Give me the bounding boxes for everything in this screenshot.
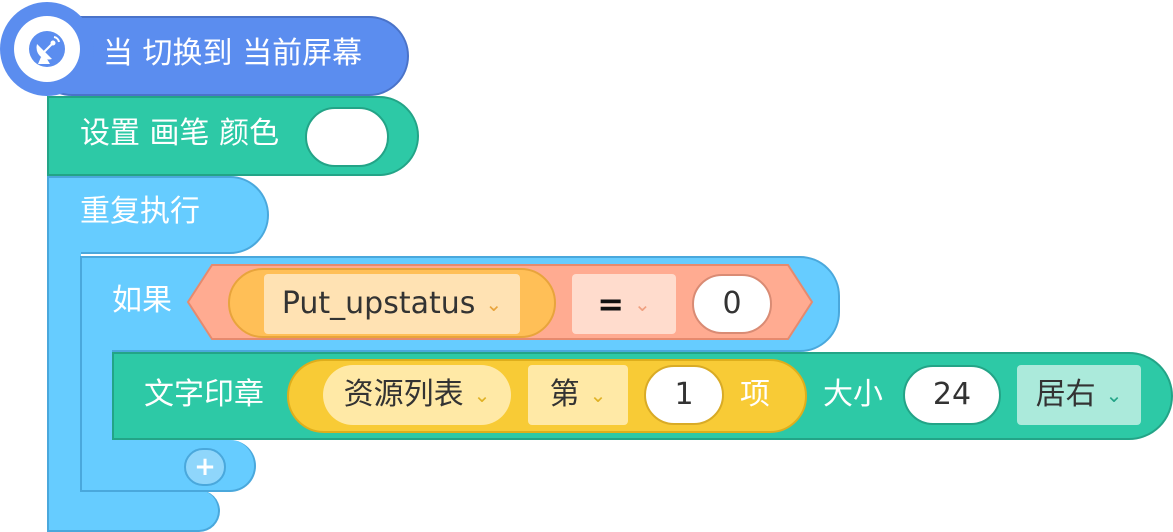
- chevron-down-icon: ⌄: [1105, 383, 1123, 407]
- size-input-text: 24: [932, 377, 972, 412]
- size-label: 大小: [823, 377, 883, 412]
- satellite-dish-icon: [29, 31, 65, 67]
- plus-icon: +: [194, 452, 216, 482]
- align-dropdown[interactable]: 居右 ⌄: [1017, 365, 1141, 425]
- index-input-text: 1: [674, 377, 694, 412]
- repeat-block-foot: [47, 490, 220, 532]
- compare-value-input[interactable]: 0: [692, 274, 772, 334]
- repeat-block-arm: [47, 240, 81, 532]
- item-label: 项: [740, 377, 770, 412]
- chevron-down-icon: ⌄: [589, 383, 607, 407]
- index-input[interactable]: 1: [644, 365, 724, 425]
- variable-dropdown[interactable]: Put_upstatus ⌄: [264, 274, 520, 334]
- nth-dropdown[interactable]: 第 ⌄: [528, 365, 628, 425]
- if-block-foot: [80, 440, 256, 492]
- chevron-down-icon: ⌄: [473, 383, 491, 407]
- hat-block-label: 当 切换到 当前屏幕: [103, 36, 363, 71]
- repeat-block[interactable]: [47, 176, 269, 254]
- set-pen-color-label: 设置 画笔 颜色: [80, 116, 280, 151]
- compare-value-text: 0: [722, 286, 742, 321]
- add-block-button[interactable]: +: [184, 448, 226, 486]
- hat-icon-circle: [14, 16, 80, 82]
- chevron-down-icon: ⌄: [634, 292, 651, 316]
- repeat-block-label: 重复执行: [80, 194, 200, 229]
- operator-dropdown-label: =: [597, 285, 625, 323]
- size-input[interactable]: 24: [903, 365, 1001, 425]
- list-dropdown-label: 资源列表: [343, 377, 464, 412]
- chevron-down-icon: ⌄: [485, 292, 503, 316]
- if-block-label: 如果: [112, 283, 172, 318]
- variable-dropdown-label: Put_upstatus: [281, 286, 476, 321]
- list-dropdown[interactable]: 资源列表 ⌄: [323, 365, 511, 425]
- nth-dropdown-label: 第: [549, 377, 580, 412]
- pen-color-picker[interactable]: [305, 107, 389, 167]
- align-dropdown-label: 居右: [1035, 377, 1096, 412]
- operator-dropdown[interactable]: = ⌄: [572, 274, 676, 334]
- text-stamp-label: 文字印章: [144, 377, 264, 412]
